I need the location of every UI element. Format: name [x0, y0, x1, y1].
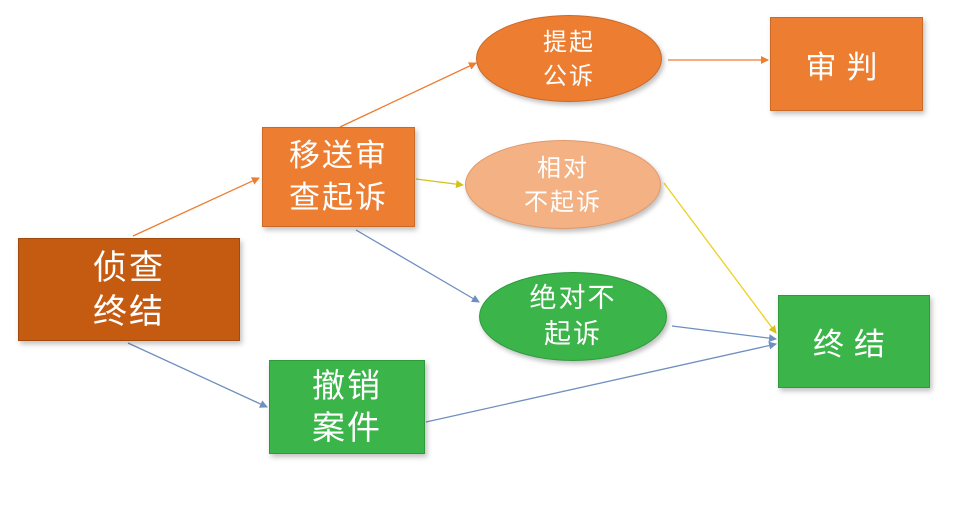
node-relative-non-prosecution: 相对 不起诉 [465, 140, 661, 229]
node-relative-label: 相对 不起诉 [524, 153, 602, 216]
node-investigation-label: 侦查 终结 [93, 247, 165, 332]
edge-transfer-to-prosecute [339, 62, 477, 128]
edge-investigation-to-withdraw [127, 342, 268, 408]
edge-investigation-to-transfer [132, 177, 260, 237]
node-withdraw-label: 撤销 案件 [312, 366, 382, 447]
edge-transfer-to-absolute [355, 229, 480, 303]
node-end: 终结 [778, 295, 930, 388]
node-end-label: 终结 [813, 327, 895, 363]
node-investigation-concluded: 侦查 终结 [18, 238, 240, 341]
node-trial: 审判 [770, 17, 923, 111]
edge-withdraw-to-end [425, 341, 777, 423]
node-absolute-label: 绝对不 起诉 [529, 282, 617, 350]
node-prosecute-label: 提起 公诉 [543, 27, 595, 90]
node-withdraw-case: 撤销 案件 [269, 360, 425, 454]
node-initiate-prosecution: 提起 公诉 [476, 15, 662, 102]
node-absolute-non-prosecution: 绝对不 起诉 [479, 272, 667, 361]
edge-transfer-to-relative [415, 178, 464, 189]
edge-relative-to-end [663, 182, 777, 334]
node-trial-label: 审判 [805, 49, 888, 86]
node-transfer-for-prosecution: 移送审 查起诉 [262, 127, 415, 227]
edge-absolute-to-end [671, 325, 777, 343]
node-transfer-label: 移送审 查起诉 [289, 138, 388, 216]
